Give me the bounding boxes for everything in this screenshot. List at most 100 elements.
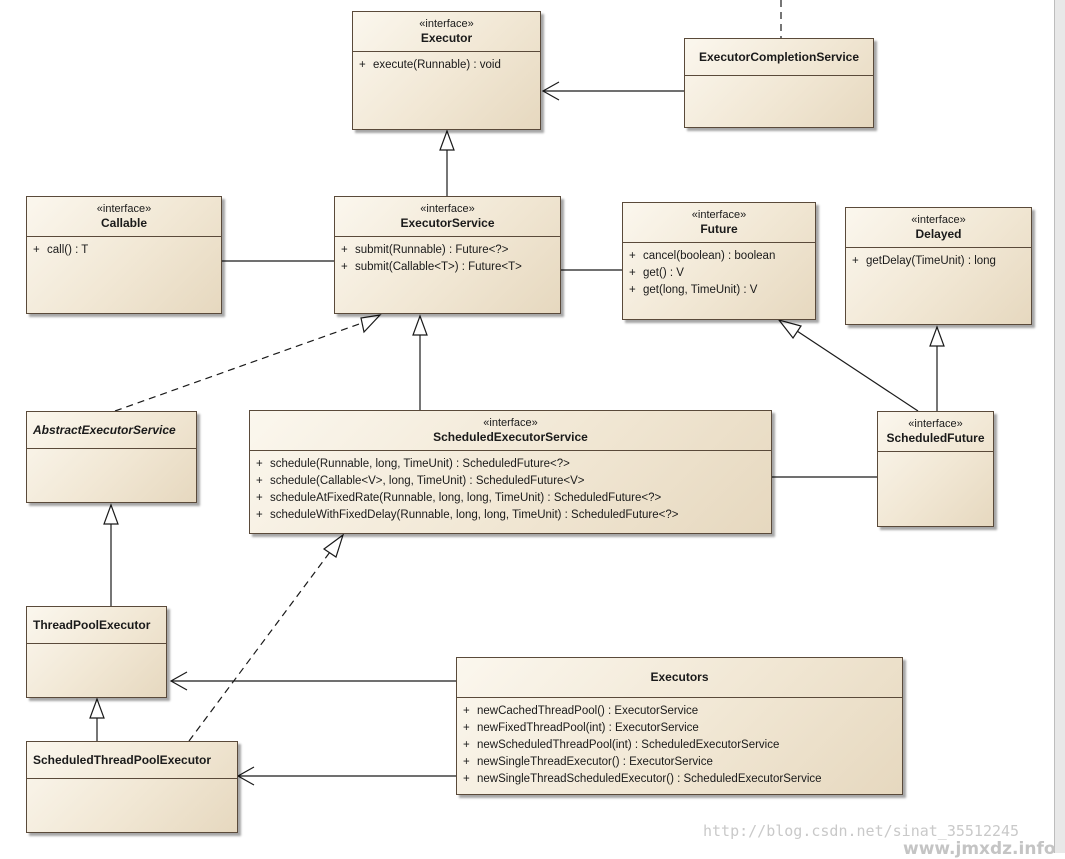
- stereotype-label: «interface»: [908, 418, 963, 430]
- visibility-marker: +: [33, 244, 40, 256]
- class-name: Executors: [650, 670, 709, 684]
- stereotype-label: «interface»: [911, 214, 966, 226]
- site-watermark: www.jmxdz.info: [903, 839, 1056, 859]
- scheduled-thread-pool-executor-class-box[interactable]: ScheduledThreadPoolExecutor: [26, 741, 238, 833]
- operation-signature: schedule(Callable<V>, long, TimeUnit) : …: [270, 475, 585, 487]
- operation: + submit(Callable<T>) : Future<T>: [341, 259, 554, 276]
- operation-signature: newSingleThreadExecutor() : ExecutorServ…: [477, 756, 713, 768]
- class-name: ScheduledFuture: [886, 431, 985, 445]
- realize-abstract-executorservice: [114, 322, 363, 412]
- operation: +get() : V: [629, 265, 809, 282]
- operation-signature: newCachedThreadPool() : ExecutorService: [477, 705, 699, 717]
- visibility-marker: +: [341, 244, 348, 256]
- operation: + cancel(boolean) : boolean: [629, 248, 809, 265]
- visibility-marker: +: [463, 722, 470, 734]
- future-class-box[interactable]: «interface» Future + cancel(boolean) : bo…: [622, 202, 816, 320]
- stereotype-label: «interface»: [691, 209, 747, 221]
- operation-signature: submit(Callable<T>) : Future<T>: [355, 261, 522, 273]
- operation: + newCachedThreadPool() : ExecutorService: [463, 703, 896, 720]
- operation-signature: scheduleWithFixedDelay(Runnable, long, l…: [270, 509, 679, 521]
- class-header: «interface» Executor: [353, 12, 540, 52]
- triangle-head: [439, 129, 455, 151]
- triangle-head: [322, 533, 345, 558]
- operation: + scheduleAtFixedRate(Runnable, long, lon…: [256, 490, 765, 507]
- stereotype-label: «interface»: [420, 203, 475, 215]
- triangle-head: [89, 697, 105, 719]
- visibility-marker: +: [256, 475, 263, 487]
- class-name: Executor: [420, 31, 473, 45]
- visibility-marker: +: [359, 59, 366, 71]
- class-header: «interface» Delayed: [846, 208, 1031, 248]
- visibility-marker: +: [629, 284, 636, 296]
- visibility-marker: +: [256, 492, 263, 504]
- class-header: «interface» ExecutorService: [335, 197, 560, 237]
- triangle-head: [360, 314, 382, 334]
- class-name: ScheduledExecutorService: [433, 430, 588, 444]
- operation: + schedule(Callable<V>, long, TimeUnit) :…: [256, 473, 765, 490]
- visibility-marker: +: [629, 250, 636, 262]
- operation: + newSingleThreadExecutor() : ExecutorSer…: [463, 754, 896, 771]
- executor-completion-service-class-box[interactable]: ExecutorCompletionService: [684, 38, 874, 128]
- visibility-marker: +: [629, 267, 636, 279]
- operation: + get(long, TimeUnit) : V: [629, 282, 809, 299]
- operation-signature: cancel(boolean) : boolean: [643, 250, 776, 262]
- operation: + newFixedThreadPool(int) : ExecutorServi…: [463, 720, 896, 737]
- operation-signature: get(long, TimeUnit) : V: [643, 284, 758, 296]
- triangle-head: [777, 318, 802, 340]
- csdn-watermark: http://blog.csdn.net/sinat_35512245: [703, 822, 1020, 840]
- class-header: Executors: [457, 658, 902, 698]
- operations-compartment: +submit(Runnable) : Future<?> +submit(Ca…: [335, 237, 560, 280]
- visibility-marker: +: [463, 756, 470, 768]
- arrowhead-open: [236, 766, 255, 786]
- operation-signature: call() : T: [47, 244, 89, 256]
- delayed-class-box[interactable]: «interface» Delayed +getDelay(TimeUnit) …: [845, 207, 1032, 325]
- abstract-executor-service-class-box[interactable]: AbstractExecutorService: [26, 411, 197, 503]
- executor-service-class-box[interactable]: «interface» ExecutorService +submit(Runn…: [334, 196, 561, 314]
- realize-stpe-scheduled: [188, 551, 331, 742]
- executors-class-box[interactable]: Executors + newCachedThreadPool() : Execu…: [456, 657, 903, 795]
- operation: +execute(Runnable) : void: [359, 57, 534, 74]
- stereotype-label: «interface»: [483, 417, 538, 429]
- class-header: «interface» ScheduledExecutorService: [250, 411, 771, 451]
- operations-compartment: + cancel(boolean) : boolean +get() : V + g…: [623, 243, 815, 303]
- class-header: «interface» Callable: [27, 197, 221, 237]
- stereotype-label: «interface»: [419, 18, 474, 30]
- operation: + call() : T: [33, 242, 215, 259]
- class-header: ScheduledThreadPoolExecutor: [27, 742, 237, 779]
- operation: +newScheduledThreadPool(int) : Scheduled…: [463, 737, 896, 754]
- operation-signature: newSingleThreadScheduledExecutor() : Sch…: [477, 773, 822, 785]
- triangle-head: [103, 503, 119, 525]
- arrowhead-open: [541, 81, 560, 101]
- operation-signature: newFixedThreadPool(int) : ExecutorServic…: [477, 722, 699, 734]
- gen-scheduledfuture-future: [796, 330, 919, 412]
- operation: +scheduleWithFixedDelay(Runnable, long, …: [256, 507, 765, 524]
- visibility-marker: +: [463, 773, 470, 785]
- class-name: ScheduledThreadPoolExecutor: [33, 753, 212, 767]
- triangle-head: [929, 325, 945, 347]
- operations-compartment: +getDelay(TimeUnit) : long: [846, 248, 1031, 274]
- visibility-marker: +: [341, 261, 348, 273]
- thread-pool-executor-class-box[interactable]: ThreadPoolExecutor: [26, 606, 167, 698]
- operation: +getDelay(TimeUnit) : long: [852, 253, 1025, 270]
- window-edge: [1054, 0, 1065, 853]
- operation: + newSingleThreadScheduledExecutor() : Sc…: [463, 771, 896, 788]
- executor-class-box[interactable]: «interface» Executor +execute(Runnable) …: [352, 11, 541, 130]
- class-header: «interface» Future: [623, 203, 815, 243]
- operation-signature: schedule(Runnable, long, TimeUnit) : Sch…: [270, 458, 570, 470]
- class-name: ExecutorCompletionService: [698, 50, 860, 64]
- callable-class-box[interactable]: «interface» Callable + call() : T: [26, 196, 222, 314]
- scheduled-future-class-box[interactable]: «interface» ScheduledFuture: [877, 411, 994, 527]
- class-header: ExecutorCompletionService: [685, 39, 873, 76]
- class-name: Future: [700, 222, 738, 236]
- scheduled-executor-service-class-box[interactable]: «interface» ScheduledExecutorService +sc…: [249, 410, 772, 534]
- class-header: ThreadPoolExecutor: [27, 607, 166, 644]
- visibility-marker: +: [463, 705, 470, 717]
- class-header: «interface» ScheduledFuture: [878, 412, 993, 452]
- stereotype-label: «interface»: [96, 203, 152, 215]
- class-name: Callable: [100, 216, 148, 230]
- operation: +schedule(Runnable, long, TimeUnit) : Sc…: [256, 456, 765, 473]
- operation-signature: scheduleAtFixedRate(Runnable, long, long…: [270, 492, 662, 504]
- operations-compartment: +execute(Runnable) : void: [353, 52, 540, 78]
- operation-signature: newScheduledThreadPool(int) : ScheduledE…: [477, 739, 780, 751]
